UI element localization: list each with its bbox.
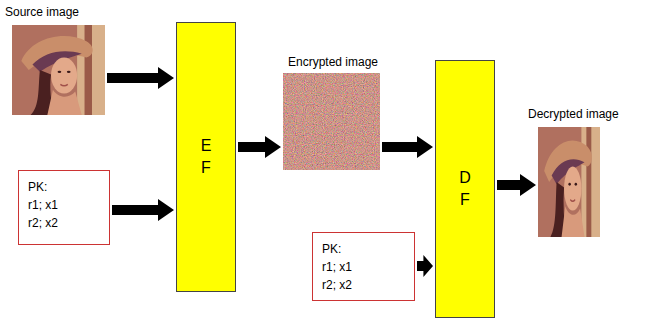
key-box: PK:r1; x1r2; x2 <box>312 232 415 301</box>
key-line: r1; x1 <box>322 258 406 276</box>
block-arrow <box>238 136 281 158</box>
function-block: E F <box>176 22 236 292</box>
image-caption: Source image <box>5 5 79 20</box>
block-arrow <box>112 199 174 221</box>
key-line: r2; x2 <box>28 214 101 232</box>
image-frame: Encrypted image <box>283 73 380 170</box>
key-line: r2; x2 <box>322 276 406 294</box>
block-letters: E F <box>196 135 215 179</box>
image-caption: Encrypted image <box>288 55 378 70</box>
image-frame: Decrypted image <box>538 127 600 237</box>
key-box: PK:r1; x1r2; x2 <box>18 170 110 245</box>
key-line: PK: <box>322 240 406 258</box>
key-line: r1; x1 <box>28 196 101 214</box>
block-arrow <box>417 255 433 277</box>
block-arrow <box>382 136 433 158</box>
block-letters: D F <box>455 167 474 211</box>
image-frame: Source image <box>12 25 105 115</box>
decrypted-photo <box>538 127 600 237</box>
source-photo <box>12 25 105 115</box>
image-caption: Decrypted image <box>528 107 619 122</box>
key-line: PK: <box>28 178 101 196</box>
function-block: D F <box>435 60 495 318</box>
block-arrow <box>497 174 536 196</box>
block-arrow <box>107 67 174 89</box>
encrypted-noise <box>283 73 380 170</box>
